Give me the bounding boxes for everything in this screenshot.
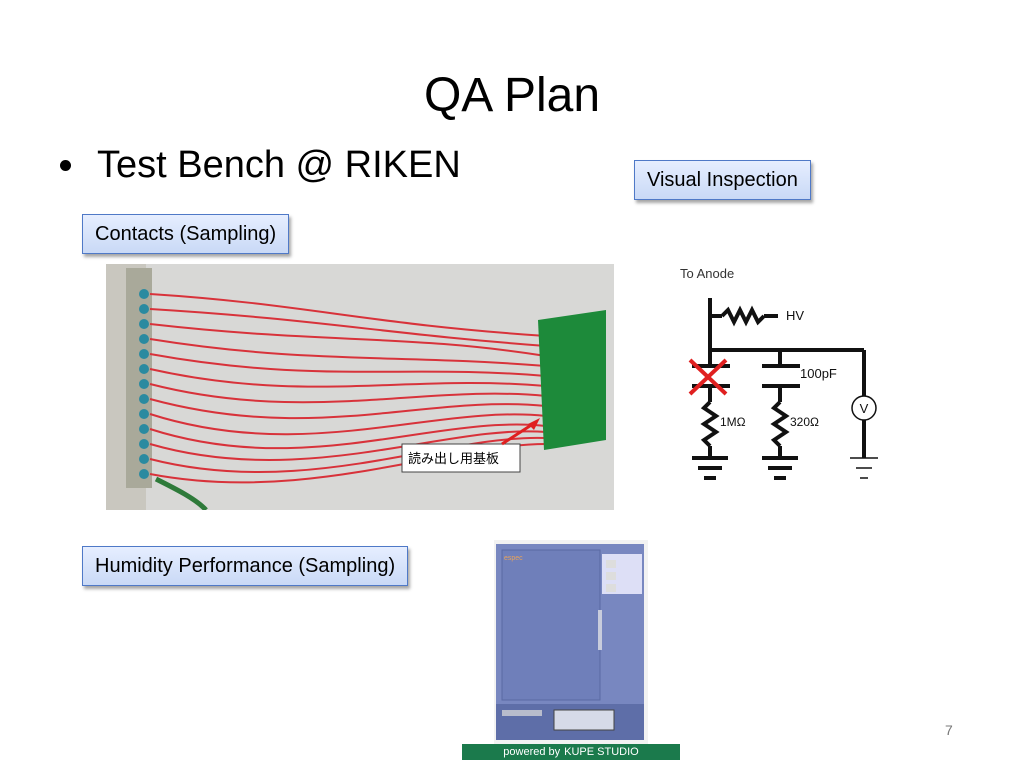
cross-mark-icon: [688, 358, 728, 396]
watermark: powered by KUPE STUDIO: [462, 744, 680, 760]
bullet-text: Test Bench @ RIKEN: [97, 144, 461, 186]
hv-label: HV: [786, 308, 804, 323]
to-anode-label: To Anode: [680, 266, 734, 281]
green-circuit-board: [538, 310, 606, 450]
humidity-label: Humidity Performance (Sampling): [82, 546, 409, 586]
chamber-brand: espec: [504, 555, 523, 562]
resistor-1m-label: 1MΩ: [720, 415, 746, 429]
voltmeter-icon: [851, 395, 877, 421]
watermark-brand: KUPE STUDIO: [564, 746, 639, 758]
red-cables: [149, 293, 547, 484]
visual-inspection-label: Visual Inspection: [634, 160, 811, 200]
resistor-320-label: 320Ω: [790, 415, 819, 429]
capacitor-label: 100pF: [800, 366, 837, 381]
circuit-diagram: To Anode V HV 100pF 1MΩ 320Ω: [680, 266, 878, 480]
contacts-label: Contacts (Sampling): [82, 214, 290, 254]
test-bench-photo: 読み出し用基板: [106, 264, 614, 510]
bullet-dot: [60, 160, 71, 171]
connector-row: [139, 289, 149, 479]
slide-title: QA Plan: [423, 69, 601, 122]
humidity-chamber-photo: espec: [494, 540, 648, 744]
page-number: 7: [945, 722, 953, 738]
meter-label: V: [860, 401, 869, 416]
callout-text: 読み出し用基板: [408, 451, 499, 467]
watermark-prefix: powered by: [503, 746, 561, 758]
bullet-item: Test Bench @ RIKEN: [60, 144, 461, 187]
